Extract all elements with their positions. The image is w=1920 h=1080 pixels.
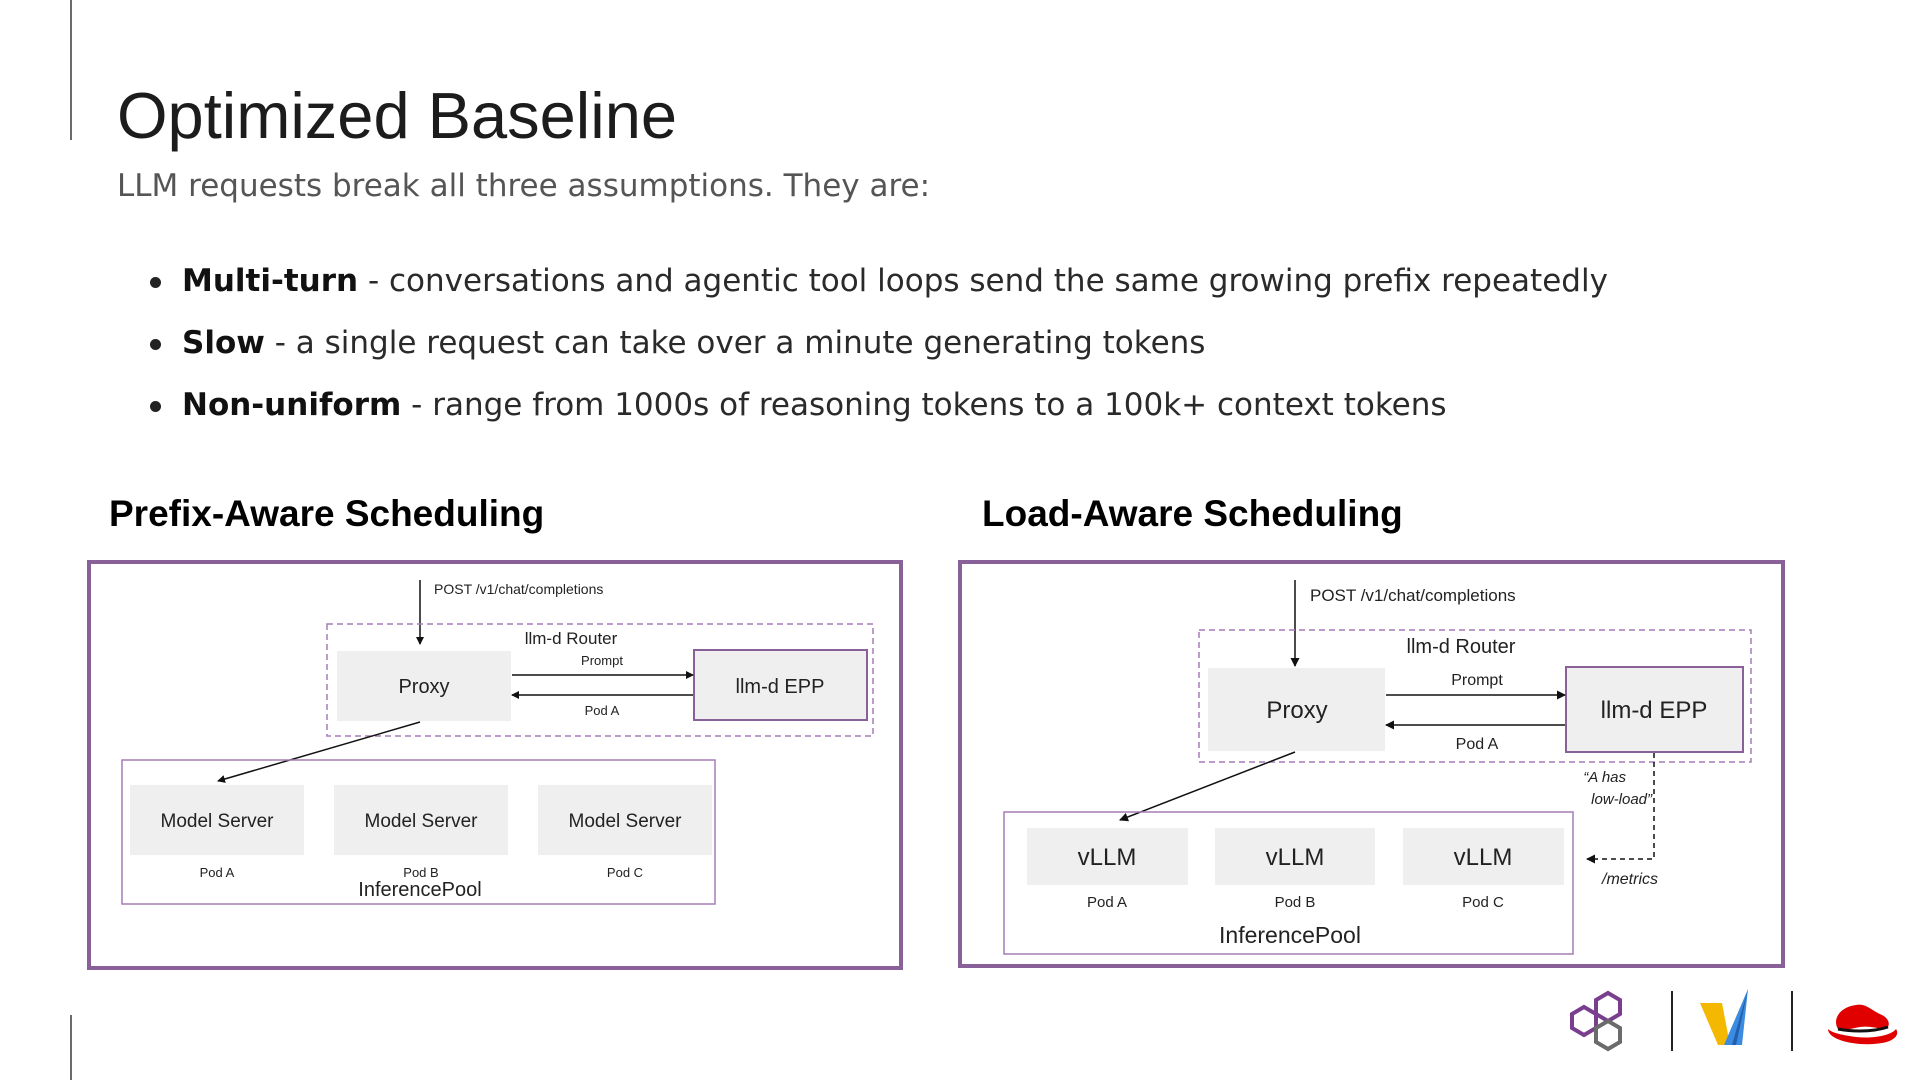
router-box (1198, 629, 1752, 763)
bullet-text: - conversations and agentic tool loops s… (358, 263, 1608, 299)
inference-pool-box (1003, 811, 1574, 955)
model-server-a: Model Server Pod A (130, 785, 304, 880)
server-label: Model Server (365, 811, 479, 832)
bullet-text: - a single request can take over a minut… (264, 325, 1206, 361)
pool-label: InferencePool (358, 879, 481, 901)
inference-pool-box (121, 759, 716, 905)
vllm-logo (1700, 989, 1748, 1045)
route-arrow (1119, 751, 1296, 822)
prefix-aware-heading: Prefix-Aware Scheduling (109, 493, 545, 534)
pod-label: Pod B (1275, 894, 1316, 911)
bullet-non-uniform: Non-uniform - range from 1000s of reason… (148, 380, 1608, 442)
proxy-box (1208, 668, 1385, 751)
left-edge-line-top (70, 0, 72, 140)
pod-label: Pod A (200, 865, 235, 880)
return-label: Pod A (1456, 736, 1499, 753)
router-label: llm-d Router (525, 629, 618, 648)
slide-subtitle: LLM requests break all three assumptions… (117, 168, 931, 204)
prefix-diagram-svg: POST /v1/chat/completions llm-d Router P… (121, 580, 874, 905)
model-server-b: Model Server Pod B (334, 785, 508, 880)
proxy-box (337, 651, 511, 721)
epp-label: llm-d EPP (736, 676, 825, 698)
vllm-server-b: vLLM Pod B (1215, 828, 1375, 911)
proxy-label: Proxy (1266, 697, 1327, 724)
endpoint-label: POST /v1/chat/completions (434, 581, 603, 597)
bullet-term: Slow (182, 325, 265, 361)
vllm-server-c: vLLM Pod C (1403, 828, 1564, 911)
bullet-term: Multi-turn (182, 263, 359, 299)
pod-label: Pod C (1462, 894, 1504, 911)
proxy-label: Proxy (398, 676, 449, 698)
load-note-line2: low-load” (1591, 791, 1653, 808)
endpoint-label: POST /v1/chat/completions (1310, 586, 1516, 605)
epp-label: llm-d EPP (1601, 697, 1708, 724)
left-edge-line-bottom (70, 1015, 72, 1080)
server-label: vLLM (1266, 844, 1325, 871)
load-note-line1: “A has (1583, 769, 1626, 786)
footer-logos (1570, 985, 1900, 1055)
router-label: llm-d Router (1407, 636, 1516, 658)
llm-d-logo (1570, 990, 1622, 1052)
return-label: Pod A (585, 703, 620, 718)
load-aware-heading: Load-Aware Scheduling (982, 493, 1403, 534)
server-label: vLLM (1454, 844, 1513, 871)
route-arrow (217, 721, 421, 783)
pool-label: InferencePool (1219, 922, 1361, 948)
server-label: Model Server (569, 811, 683, 832)
model-server-c: Model Server Pod C (538, 785, 712, 880)
pod-label: Pod A (1087, 894, 1127, 911)
server-label: vLLM (1078, 844, 1137, 871)
prefix-aware-diagram: POST /v1/chat/completions llm-d Router P… (87, 560, 903, 970)
router-box (326, 623, 874, 737)
epp-box (1565, 666, 1744, 753)
bullet-term: Non-uniform (182, 387, 402, 423)
load-aware-diagram: POST /v1/chat/completions llm-d Router P… (958, 560, 1785, 968)
prompt-label: Prompt (581, 653, 623, 668)
prompt-label: Prompt (1451, 672, 1503, 689)
bullet-slow: Slow - a single request can take over a … (148, 318, 1608, 380)
pod-label: Pod C (607, 865, 643, 880)
pod-label: Pod B (403, 865, 438, 880)
load-diagram-svg: POST /v1/chat/completions llm-d Router P… (1003, 580, 1752, 955)
bullet-multi-turn: Multi-turn - conversations and agentic t… (148, 256, 1608, 318)
slide-title: Optimized Baseline (117, 79, 677, 152)
vllm-server-a: vLLM Pod A (1027, 828, 1188, 911)
server-label: Model Server (161, 811, 275, 832)
epp-box (693, 649, 868, 721)
assumption-list: Multi-turn - conversations and agentic t… (148, 256, 1608, 442)
red-hat-logo (1828, 1004, 1898, 1045)
bullet-text: - range from 1000s of reasoning tokens t… (401, 387, 1447, 423)
metrics-label: /metrics (1601, 871, 1658, 888)
